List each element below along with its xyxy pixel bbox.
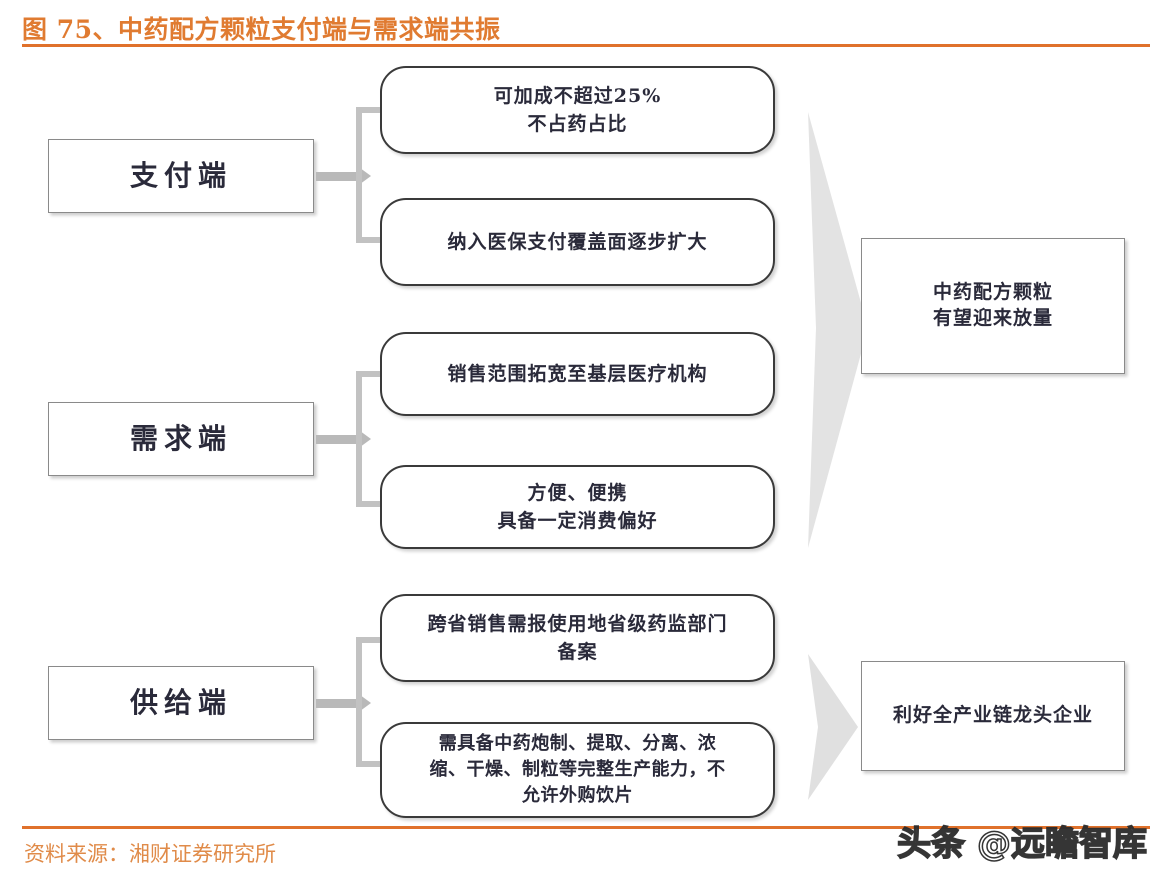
detail-box-demand-1[interactable]: 销售范围拓宽至基层医疗机构 (380, 332, 775, 416)
watermark: 头条 @远瞻智库 (896, 823, 1147, 865)
figure-title: 图 75、中药配方颗粒支付端与需求端共振 (22, 15, 501, 44)
stage-box-payment[interactable]: 支付端 (48, 139, 314, 213)
outcome-box-volume[interactable]: 中药配方颗粒 有望迎来放量 (861, 238, 1125, 374)
detail-box-supply-1-label: 跨省销售需报使用地省级药监部门 备案 (427, 612, 728, 664)
detail-box-supply-1[interactable]: 跨省销售需报使用地省级药监部门 备案 (380, 594, 775, 682)
stage-box-payment-label: 支付端 (129, 159, 232, 193)
outcome-box-leaders-label: 利好全产业链龙头企业 (892, 704, 1093, 727)
detail-box-payment-2[interactable]: 纳入医保支付覆盖面逐步扩大 (380, 198, 775, 286)
detail-box-payment-2-label: 纳入医保支付覆盖面逐步扩大 (447, 230, 708, 253)
outcome-box-volume-label: 中药配方颗粒 有望迎来放量 (932, 281, 1053, 329)
bracket-demand (356, 371, 388, 507)
detail-box-demand-2-label: 方便、便携 具备一定消费偏好 (497, 481, 658, 533)
title-divider (22, 44, 1150, 47)
footer-divider (22, 826, 1150, 829)
stage-box-demand[interactable]: 需求端 (48, 402, 314, 476)
convergence-arrow-top (808, 112, 868, 548)
arrow-supply-shaft (316, 699, 356, 708)
detail-box-demand-2[interactable]: 方便、便携 具备一定消费偏好 (380, 465, 775, 549)
detail-box-payment-1[interactable]: 可加成不超过25% 不占药占比 (380, 66, 775, 154)
bracket-supply (356, 637, 388, 767)
bracket-payment (356, 107, 388, 243)
outcome-box-leaders[interactable]: 利好全产业链龙头企业 (861, 661, 1125, 771)
stage-box-demand-label: 需求端 (129, 422, 232, 456)
arrow-payment-shaft (316, 172, 356, 181)
stage-box-supply-label: 供给端 (129, 686, 232, 720)
detail-box-payment-1-label: 可加成不超过25% 不占药占比 (493, 84, 662, 136)
detail-box-demand-1-label: 销售范围拓宽至基层医疗机构 (447, 362, 708, 385)
stage-box-supply[interactable]: 供给端 (48, 666, 314, 740)
convergence-arrow-bottom (808, 654, 858, 800)
detail-box-supply-2[interactable]: 需具备中药炮制、提取、分离、浓 缩、干燥、制粒等完整生产能力，不 允许外购饮片 (380, 722, 775, 818)
source-note: 资料来源：湘财证券研究所 (24, 842, 276, 866)
arrow-demand-shaft (316, 435, 356, 444)
detail-box-supply-2-label: 需具备中药炮制、提取、分离、浓 缩、干燥、制粒等完整生产能力，不 允许外购饮片 (429, 732, 726, 807)
